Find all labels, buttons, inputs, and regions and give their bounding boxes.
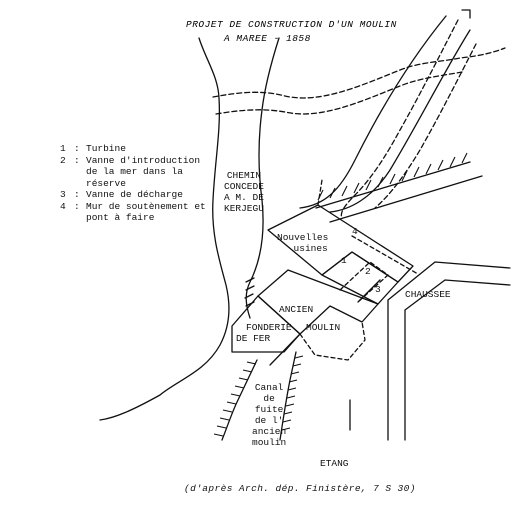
chaussee-inner [404,279,511,441]
fonderie-label: FONDERIE DE FER [236,322,292,344]
legend-num: 1 [60,143,66,154]
legend-text: Vanne de décharge [86,189,183,201]
chemin-hatch [244,277,255,307]
chaussee-label: CHAUSSEE [405,289,451,300]
chemin-line: CHEMIN [226,170,262,181]
canal-line: de [263,393,275,404]
canal-line: ancien [252,426,287,437]
ancien-moulin-dashed [299,321,366,361]
dashed-left [317,179,323,206]
causeway-upper [315,161,471,209]
nouvelles-usines-line: Nouvelles [277,232,329,243]
legend-text: Vanne d'introduction de la mer dans la r… [86,155,200,190]
num-1-label: 1 [341,255,347,266]
channel-frame [321,251,399,305]
legend-item-3: 3 : Vanne de décharge [60,189,206,201]
causeway-upper-2 [329,175,483,223]
legend-line: pont à faire [86,212,155,223]
legend-line: Vanne de décharge [86,189,183,200]
title-line-1: PROJET DE CONSTRUCTION D'UN MOULIN [186,19,397,30]
canal-wall-right [279,351,297,441]
legend: 1 : Turbine 2 : Vanne d'introduction de … [60,143,206,224]
bank-line-2 [329,29,471,213]
moulin-label: MOULIN [306,322,341,333]
dashed-canal-1 [340,19,459,219]
num-4-label: 4 [352,226,358,237]
wall-hatch-upper [317,152,468,201]
legend-line: de la mer dans la [86,166,183,177]
legend-line: Turbine [86,143,126,154]
nouvelles-usines-label: Nouvelles usines [277,232,328,254]
dashed-canal-2 [374,43,477,209]
legend-item-4: 4 : Mur de soutènement et pont à faire [60,201,206,224]
channel-2-dashed [339,261,389,303]
canal-wall-left [221,359,258,441]
legend-sep: : [74,189,80,200]
canal-hatch-left [213,361,257,437]
legend-text: Turbine [86,143,126,155]
legend-item-1: 1 : Turbine [60,143,206,155]
legend-num: 4 [60,200,66,212]
legend-sep: : [74,200,80,212]
legend-text: Mur de soutènement et pont à faire [86,201,206,224]
legend-line: Mur de soutènement et [86,200,206,212]
canal-line: fuite [254,404,284,415]
canal-label: Canal de fuite de l' ancien moulin [252,382,286,448]
canal-line: de l' [254,415,284,426]
title-line-2: A MAREE - 1858 [223,33,311,44]
nouvelles-usines-line: usines [293,243,328,254]
chemin-left-edge [99,37,230,421]
legend-item-2: 2 : Vanne d'introduction de la mer dans … [60,155,206,190]
legend-line: Vanne d'introduction [86,154,201,166]
num-3-label: 3 [375,284,381,295]
fonderie-line: DE FER [236,333,271,344]
legend-num: 2 [60,154,66,166]
fonderie-line: FONDERIE [246,322,292,333]
source-caption: (d'après Arch. dép. Finistère, 7 S 30) [184,483,416,494]
chemin-label: CHEMIN CONCEDE A M. DE KERJEGU [224,170,264,214]
dashed-road-2 [215,71,463,115]
chemin-line: CONCEDE [224,181,264,192]
dashed-road-1 [212,47,506,99]
canal-line: moulin [252,437,287,448]
causeway-lower [269,333,301,366]
chaussee-outer [387,261,511,441]
chemin-line: KERJEGU [224,203,264,214]
ancien-label: ANCIEN [279,304,314,315]
legend-sep: : [74,154,80,166]
frame-edge [461,9,471,19]
chemin-line: A M. DE [224,192,264,203]
dashed-bridge [351,235,419,275]
num-2-label: 2 [365,266,371,277]
canal-line: Canal [254,382,284,393]
legend-sep: : [74,143,80,154]
legend-num: 3 [60,189,66,200]
etang-label: ETANG [320,458,349,469]
canal-hatch-right [281,355,304,431]
legend-line: réserve [86,177,126,189]
bank-line-1 [299,15,447,209]
